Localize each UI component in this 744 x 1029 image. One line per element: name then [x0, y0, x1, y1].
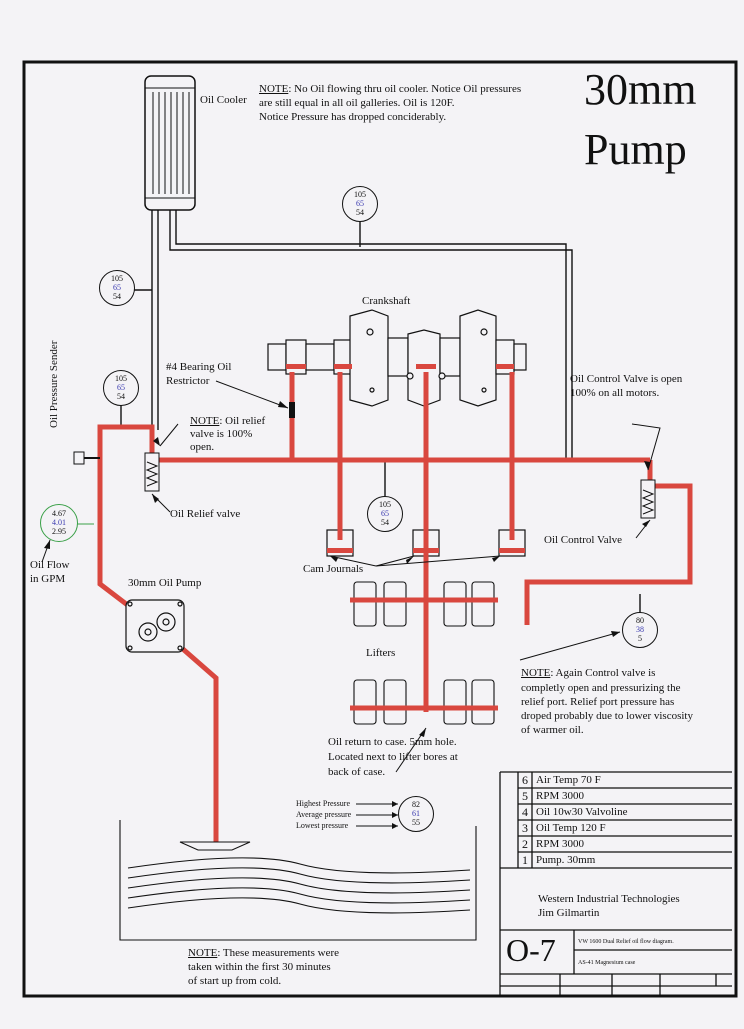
revision-num: 5	[522, 789, 528, 803]
oil-pickup-icon	[179, 841, 251, 851]
oil-control-valve-label: Oil Control Valve	[544, 534, 623, 546]
right-note-line4: droped probably due to lower viscosity	[521, 710, 693, 722]
oil-sump-icon	[119, 820, 477, 941]
top-note-line3: Notice Pressure has dropped conciderably…	[259, 111, 447, 123]
title-block	[499, 771, 732, 996]
right-note-line1: NOTE: Again Control valve is	[521, 667, 656, 679]
revision-text: RPM 3000	[536, 838, 584, 850]
control-open-label-2: 100% on all motors.	[570, 387, 660, 399]
revision-text: Air Temp 70 F	[536, 774, 601, 786]
author-name: Jim Gilmartin	[538, 907, 600, 919]
control-valve-icon	[640, 479, 656, 519]
lifters-label: Lifters	[366, 647, 396, 659]
revision-num: 1	[522, 853, 528, 867]
bottom-note-line1: NOTE: These measurements were	[188, 947, 339, 959]
legend-lowest: Lowest pressure	[296, 821, 349, 830]
oil-pressure-sender-icon	[73, 451, 100, 465]
oil-cooler-icon	[144, 75, 196, 211]
legend-average: Average pressure	[296, 810, 352, 819]
right-note-line2: completly open and pressurizing the	[521, 682, 681, 694]
oil-pump-label: 30mm Oil Pump	[128, 577, 202, 589]
right-note-line5: of warmer oil.	[521, 724, 584, 736]
oil-relief-valve-label: Oil Relief valve	[170, 508, 241, 520]
oil-flow-label-2: in GPM	[30, 573, 66, 585]
arrowheads	[44, 401, 650, 829]
oil-return-label-2: Located next to lifter bores at	[328, 751, 458, 763]
oil-pump-icon	[125, 599, 185, 653]
lifters-icon	[353, 581, 495, 725]
bottom-note-line2: taken within the first 30 minutes	[188, 961, 331, 973]
top-note-line2: are still equal in all oil galleries. Oi…	[259, 97, 455, 109]
revision-num: 4	[522, 805, 528, 819]
drawing-material: AS-41 Magnesium case	[578, 960, 636, 966]
relief-note-line2: valve is 100%	[190, 428, 253, 440]
diagram-title: 30mm	[584, 65, 697, 114]
crankshaft-label: Crankshaft	[362, 295, 411, 307]
revision-num: 3	[522, 821, 528, 835]
revision-num: 2	[522, 837, 528, 851]
top-note-line1: NOTE: No Oil flowing thru oil cooler. No…	[259, 83, 522, 95]
revision-text: Oil Temp 120 F	[536, 822, 606, 834]
empty-oil-lines	[120, 210, 641, 612]
oil-flow-label-1: Oil Flow	[30, 559, 70, 571]
revision-num: 6	[522, 773, 528, 787]
relief-note-line3: open.	[190, 441, 215, 453]
oil-pressure-sender-label: Oil Pressure Sender	[48, 340, 60, 428]
relief-valve-icon	[144, 452, 160, 492]
bearing-restrictor-label-2: Restrictor	[166, 375, 210, 387]
bearing-restrictor-label-1: #4 Bearing Oil	[166, 361, 232, 373]
relief-note-line1: NOTE: Oil relief	[190, 415, 266, 427]
legend-highest: Highest Pressure	[296, 799, 350, 808]
oil-return-label-1: Oil return to case. 5mm hole.	[328, 736, 457, 748]
revision-text: Pump. 30mm	[536, 854, 596, 866]
drawing-number: O-7	[506, 932, 556, 968]
company-name: Western Industrial Technologies	[538, 893, 680, 905]
oil-return-label-3: back of case.	[328, 766, 386, 778]
oil-cooler-label: Oil Cooler	[200, 94, 247, 106]
bearing-restrictor-icon	[289, 402, 295, 418]
revision-text: RPM 3000	[536, 790, 584, 802]
journal-bands	[286, 364, 525, 553]
drawing-description: VW 1600 Dual Relief oil flow diagram.	[578, 939, 674, 945]
diagram-subtitle: Pump	[584, 125, 687, 174]
crankshaft-icon	[267, 309, 527, 407]
revision-text: Oil 10w30 Valvoline	[536, 806, 628, 818]
bottom-note-line3: of start up from cold.	[188, 975, 282, 987]
right-note-line3: relief port. Relief port pressure has	[521, 696, 675, 708]
cam-journals-label: Cam Journals	[303, 563, 364, 575]
control-open-label-1: Oil Control Valve is open	[570, 373, 683, 385]
